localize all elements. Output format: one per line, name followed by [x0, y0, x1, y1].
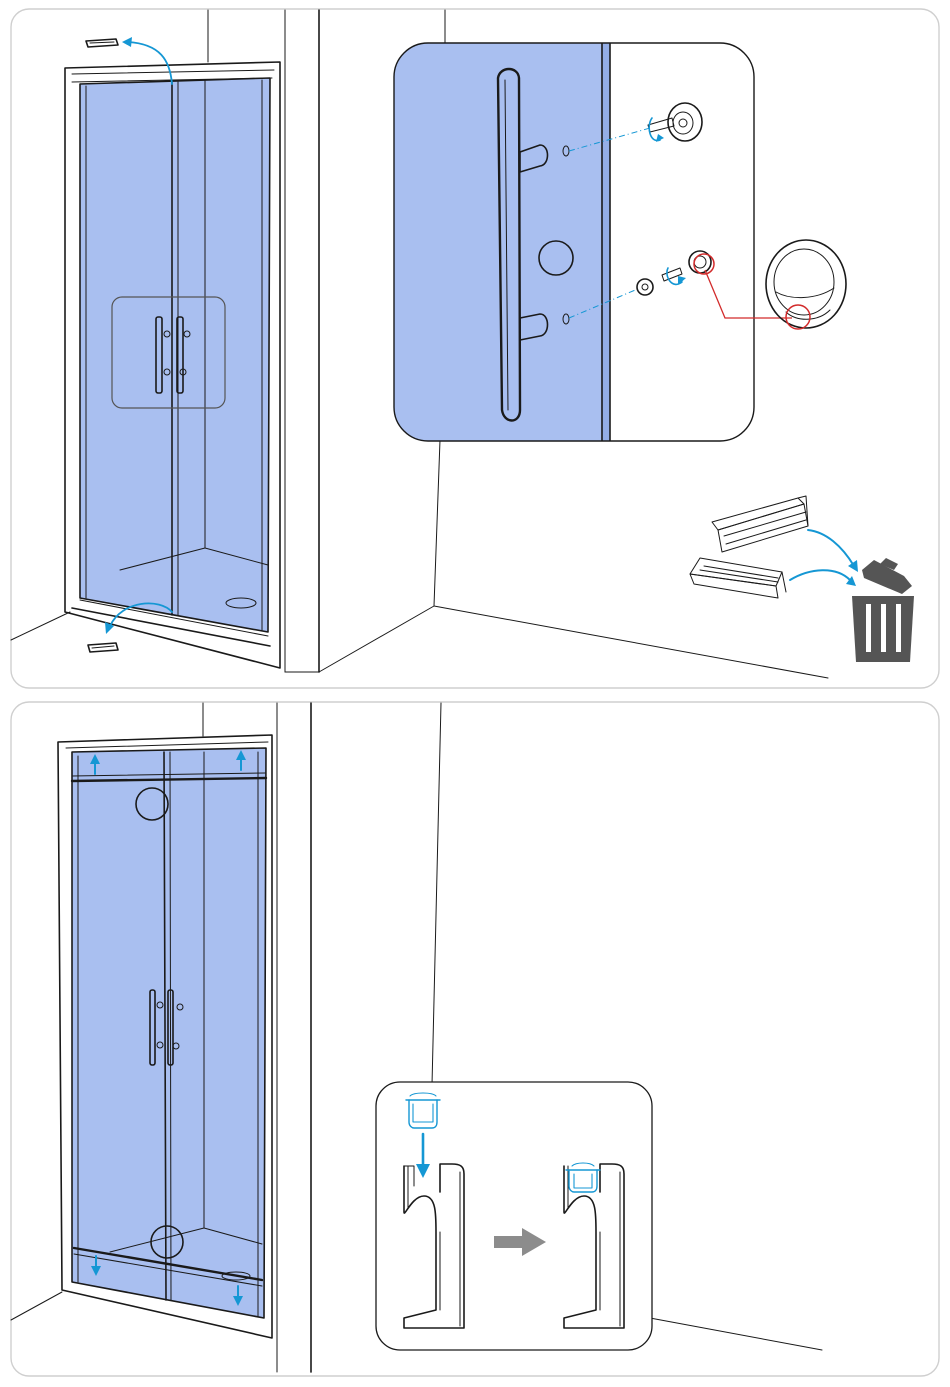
handle-detail-inset: [394, 43, 754, 441]
shower-door-top: [65, 62, 280, 668]
seal-fitting-inset: [376, 1082, 652, 1350]
step-panel-bottom: [11, 702, 939, 1376]
glass-panel-top: [80, 78, 270, 632]
step-panel-top: [11, 9, 939, 688]
shower-door-bottom: [58, 735, 272, 1338]
glass-panel-bottom: [72, 748, 266, 1318]
